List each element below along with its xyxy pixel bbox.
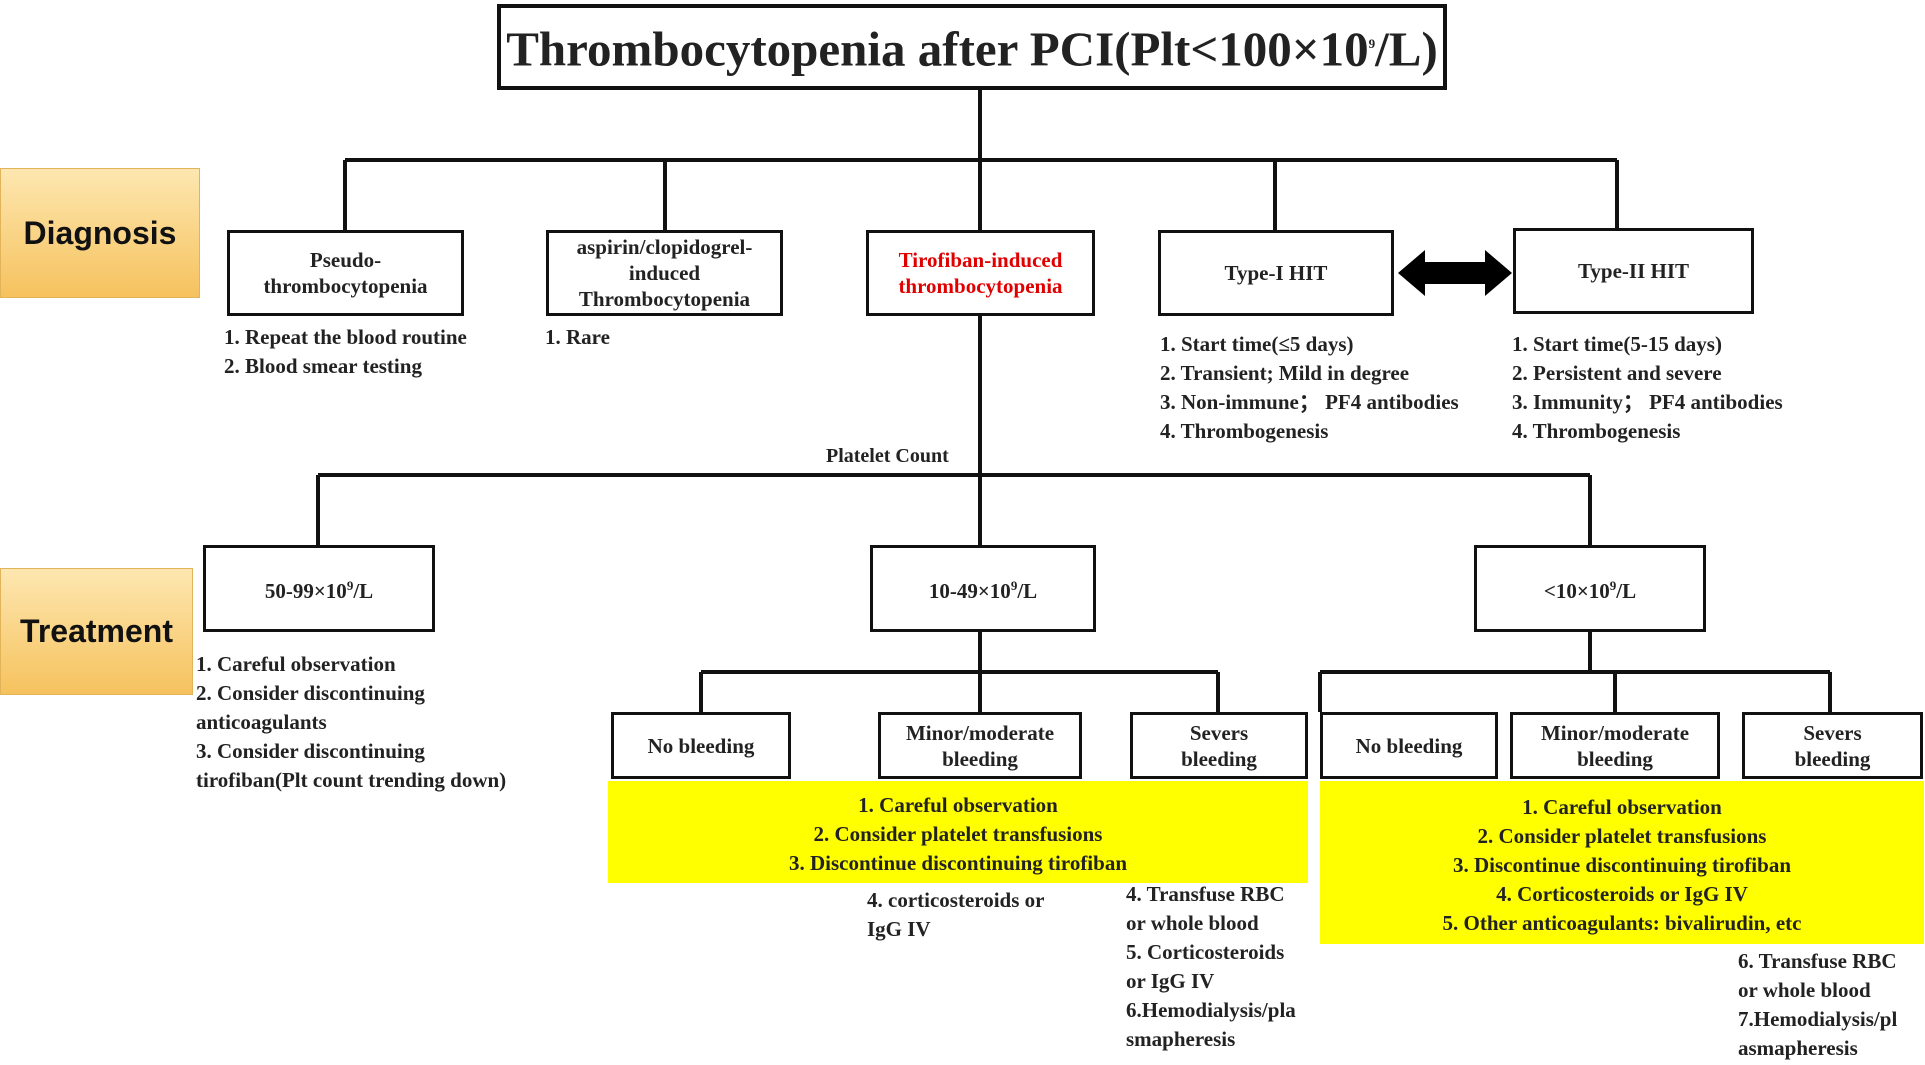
double-arrow-icon <box>1398 250 1512 296</box>
note-item: 4. Transfuse RBC <box>1126 882 1285 906</box>
note-item: 2. Transient; Mild in degree <box>1160 361 1410 385</box>
range-10-49-severe-bleeding-box: Severs bleeding <box>1130 712 1308 779</box>
note-item: 2. Blood smear testing <box>224 354 422 378</box>
platelet-count-label: Platelet Count <box>822 444 953 468</box>
action-item: 4. Corticosteroids or IgG IV <box>1496 882 1748 906</box>
type-1-hit-notes: 1. Start time(≤5 days) 2. Transient; Mil… <box>1160 330 1459 446</box>
action-item: 3. Discontinue discontinuing tirofiban <box>788 851 1128 875</box>
range-10-49-shared-actions: 1. Careful observation 2. Consider plate… <box>608 781 1308 883</box>
tirofiban-box: Tirofiban-induced thrombocytopenia <box>866 230 1095 316</box>
range-10-49-no-bleeding-box: No bleeding <box>611 712 791 779</box>
action-item: 2. Consider platelet transfusions <box>1477 824 1767 848</box>
note-item: tirofiban(Plt count trending down) <box>196 768 507 792</box>
note-item: 5. Corticosteroids <box>1126 940 1285 964</box>
pseudo-thrombocytopenia-box: Pseudo- thrombocytopenia <box>227 230 464 316</box>
note-item: anticoagulants <box>196 710 327 734</box>
diagnosis-section-label: Diagnosis <box>0 168 200 298</box>
note-item: 4. corticosteroids or <box>867 888 1045 912</box>
note-item: IgG IV <box>867 917 931 941</box>
note-item: smapheresis <box>1126 1027 1236 1051</box>
note-item: 2. Persistent and severe <box>1512 361 1722 385</box>
range-below-10-severe-extra-notes: 6. Transfuse RBC or whole blood 7.Hemodi… <box>1738 947 1897 1063</box>
aspirin-clopidogrel-box: aspirin/clopidogrel- induced Thrombocyto… <box>546 230 783 316</box>
treatment-section-label: Treatment <box>0 568 193 695</box>
note-item: 3. Consider discontinuing <box>196 739 425 763</box>
note-item: 1. Repeat the blood routine <box>224 325 467 349</box>
action-item: 2. Consider platelet transfusions <box>813 822 1103 846</box>
aspirin-notes: 1. Rare <box>545 323 610 352</box>
type-2-hit-box: Type-II HIT <box>1513 228 1754 314</box>
pseudo-notes: 1. Repeat the blood routine 2. Blood sme… <box>224 323 467 381</box>
note-item: 1. Rare <box>545 325 610 349</box>
range-below-10-minor-bleeding-box: Minor/moderate bleeding <box>1510 712 1720 779</box>
range-below-10-severe-bleeding-box: Severs bleeding <box>1742 712 1923 779</box>
note-item: 1. Start time(5-15 days) <box>1512 332 1722 356</box>
note-item: 1. Start time(≤5 days) <box>1160 332 1354 356</box>
note-item: 6.Hemodialysis/pla <box>1126 998 1296 1022</box>
action-item: 1. Careful observation <box>1522 795 1722 819</box>
type-2-hit-notes: 1. Start time(5-15 days) 2. Persistent a… <box>1512 330 1783 446</box>
note-item: 3. Non-immune； PF4 antibodies <box>1160 390 1459 414</box>
title-box: Thrombocytopenia after PCI(Plt<100×109/L… <box>497 4 1447 90</box>
note-item: 4. Thrombogenesis <box>1512 419 1681 443</box>
note-item: 2. Consider discontinuing <box>196 681 425 705</box>
note-item: or whole blood <box>1738 978 1871 1002</box>
note-item: or IgG IV <box>1126 969 1215 993</box>
type-1-hit-box: Type-I HIT <box>1158 230 1394 316</box>
note-item: 4. Thrombogenesis <box>1160 419 1329 443</box>
note-item: or whole blood <box>1126 911 1259 935</box>
note-item: asmapheresis <box>1738 1036 1858 1060</box>
range-below-10-shared-actions: 1. Careful observation 2. Consider plate… <box>1320 781 1924 944</box>
note-item: 7.Hemodialysis/pl <box>1738 1007 1898 1031</box>
range-50-99-notes: 1. Careful observation 2. Consider disco… <box>196 650 506 795</box>
range-below-10-no-bleeding-box: No bleeding <box>1320 712 1498 779</box>
action-item: 5. Other anticoagulants: bivalirudin, et… <box>1442 911 1802 935</box>
title-text: Thrombocytopenia after PCI(Plt<100×109/L… <box>506 21 1438 77</box>
action-item: 1. Careful observation <box>858 793 1058 817</box>
action-item: 3. Discontinue discontinuing tirofiban <box>1452 853 1792 877</box>
range-50-99-box: 50-99×109/L <box>203 545 435 632</box>
note-item: 3. Immunity； PF4 antibodies <box>1512 390 1783 414</box>
range-below-10-box: <10×109/L <box>1474 545 1706 632</box>
range-10-49-minor-bleeding-box: Minor/moderate bleeding <box>878 712 1082 779</box>
range-10-49-minor-extra-notes: 4. corticosteroids or IgG IV <box>867 886 1044 944</box>
note-item: 1. Careful observation <box>196 652 396 676</box>
note-item: 6. Transfuse RBC <box>1738 949 1897 973</box>
range-10-49-box: 10-49×109/L <box>870 545 1096 632</box>
range-10-49-severe-extra-notes: 4. Transfuse RBC or whole blood 5. Corti… <box>1126 880 1296 1054</box>
